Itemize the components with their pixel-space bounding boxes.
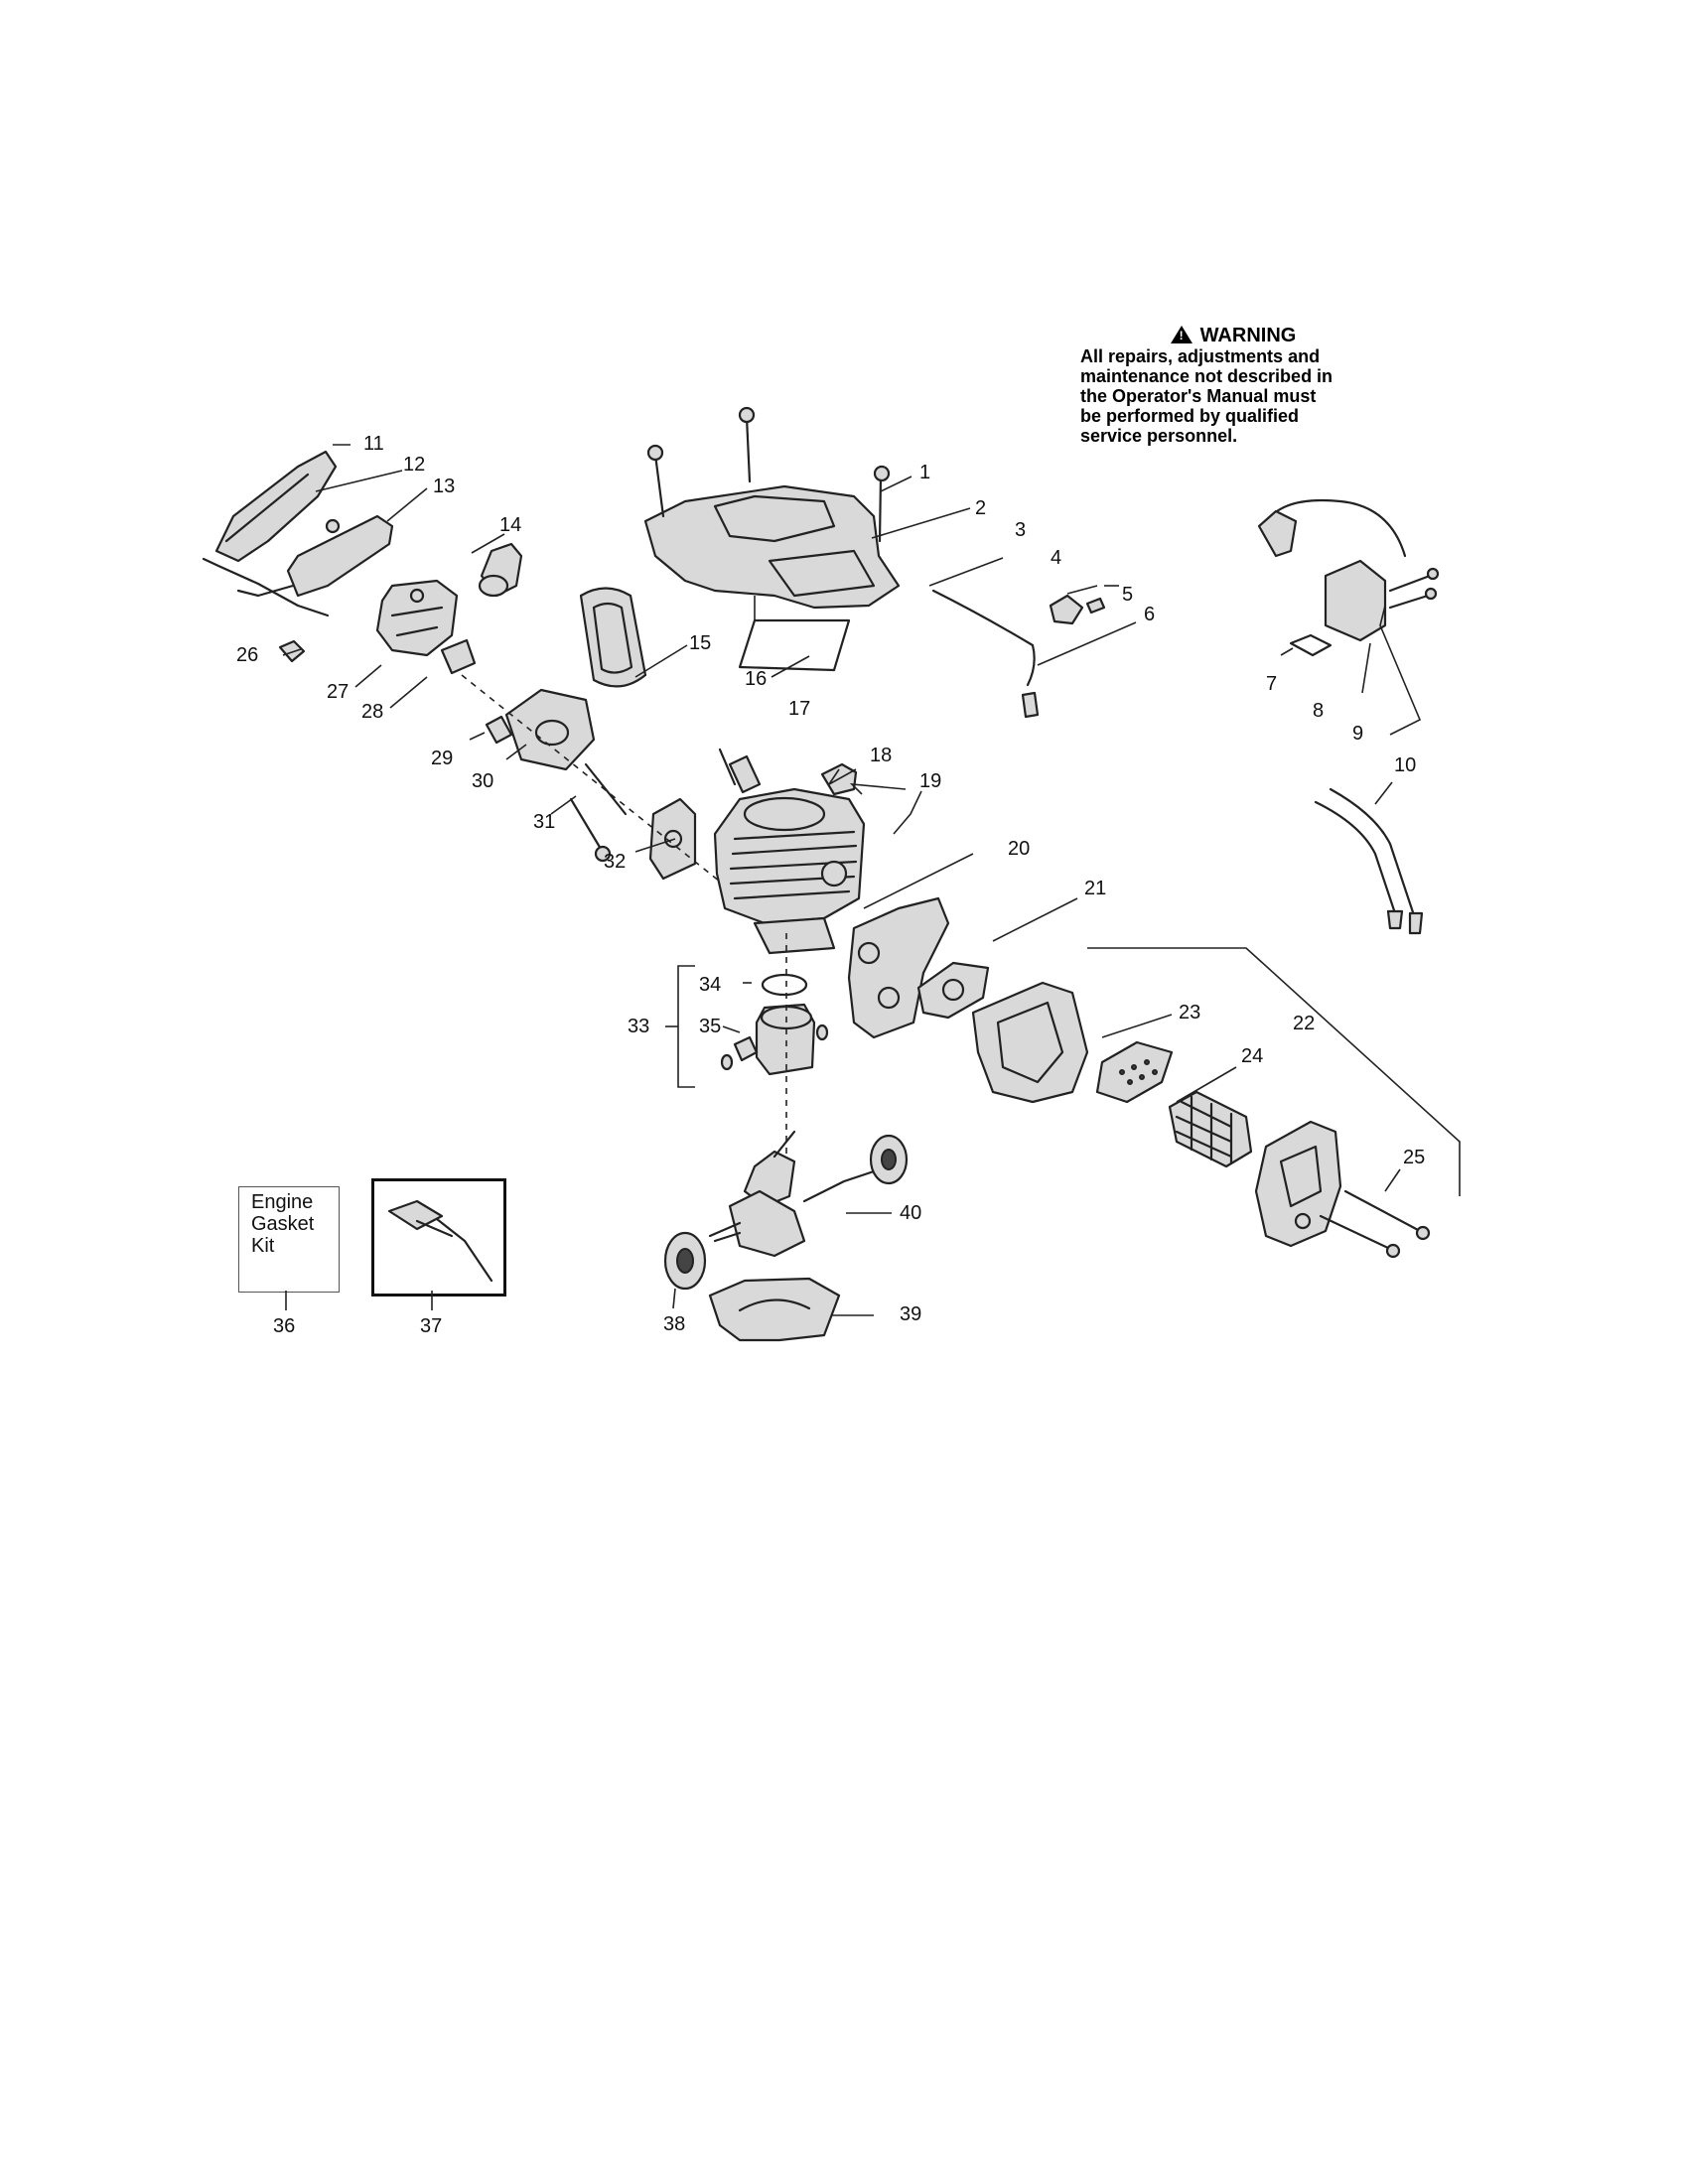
heat-shield-part	[847, 896, 950, 1039]
callout-32: 32	[604, 851, 626, 873]
callout-33: 33	[628, 1016, 649, 1037]
callout-18: 18	[870, 745, 892, 766]
part-37-box	[371, 1178, 506, 1297]
crankcase-part	[708, 1277, 841, 1342]
warning-notice: !WARNING All repairs, adjustments and ma…	[1080, 324, 1386, 446]
assembly-line	[461, 674, 736, 894]
wire-harness-part	[1314, 787, 1424, 935]
air-filter-cover-part	[214, 450, 338, 563]
piston-part	[755, 1003, 816, 1076]
muffler-gasket-part	[916, 961, 990, 1020]
screw-31-part	[569, 797, 612, 863]
cylinder-part	[713, 787, 866, 955]
callout-8: 8	[1313, 700, 1324, 722]
callout-23: 23	[1179, 1002, 1200, 1024]
callout-14: 14	[499, 514, 521, 536]
cover-screw-part	[646, 406, 891, 543]
callout-12: 12	[403, 454, 425, 476]
piston-pin-part	[720, 1024, 829, 1071]
warning-line: be performed by qualified	[1080, 406, 1300, 426]
callout-29: 29	[431, 748, 453, 769]
callout-27: 27	[327, 681, 349, 703]
intake-manifold-part	[504, 688, 596, 771]
muffler-body-part	[971, 981, 1089, 1104]
warning-line: the Operator's Manual must	[1080, 386, 1317, 406]
spacer-part	[584, 762, 628, 816]
decal-part	[738, 618, 851, 672]
callout-22: 22	[1293, 1013, 1315, 1034]
callout-34: 34	[699, 974, 721, 996]
fuel-valve-part	[1049, 594, 1106, 625]
callout-9: 9	[1352, 723, 1363, 745]
muffler-bolt-part	[1319, 1189, 1431, 1259]
callout-16: 16	[745, 668, 767, 690]
spark-plug-part	[718, 748, 762, 794]
choke-lever-part	[202, 514, 394, 617]
intake-boot-part	[579, 587, 647, 688]
callout-39: 39	[900, 1303, 921, 1325]
callout-13: 13	[433, 476, 455, 497]
callout-30: 30	[472, 770, 493, 792]
carb-gasket-part	[440, 638, 477, 675]
callout-17: 17	[788, 698, 810, 720]
callout-31: 31	[533, 811, 555, 833]
callout-19: 19	[919, 770, 941, 792]
crankshaft-part	[708, 1130, 876, 1258]
callout-leaders	[282, 444, 1422, 1316]
piston-ring-part	[761, 973, 808, 997]
top-cover-part	[643, 484, 901, 610]
callout-1: 1	[919, 462, 930, 483]
spark-arrestor-plate-part	[1095, 1040, 1174, 1104]
warning-heading: !WARNING	[1080, 324, 1386, 346]
fuel-line-part	[931, 589, 1040, 719]
ignition-coil-part	[1257, 498, 1440, 657]
bracket-22	[1087, 947, 1461, 1196]
callout-35: 35	[699, 1016, 721, 1037]
bearing-part	[663, 1134, 909, 1291]
callout-26: 26	[236, 644, 258, 666]
muffler-cover-part	[1254, 1120, 1342, 1248]
callout-37: 37	[420, 1315, 442, 1337]
engine-gasket-kit-label: Engine Gasket Kit	[251, 1191, 315, 1257]
callout-24: 24	[1241, 1045, 1263, 1067]
callout-5: 5	[1122, 584, 1133, 606]
callout-numbers: 1 2 3 4 5 6 7 8 9 10 11 12 13 14 15 16 1…	[236, 433, 1425, 1337]
callout-25: 25	[1403, 1147, 1425, 1168]
callout-38: 38	[663, 1313, 685, 1335]
callout-21: 21	[1084, 878, 1106, 899]
warning-line: service personnel.	[1080, 426, 1238, 446]
callout-20: 20	[1008, 838, 1030, 860]
warning-triangle-icon: !	[1170, 326, 1193, 343]
callout-10: 10	[1394, 754, 1416, 776]
callout-11: 11	[363, 433, 384, 455]
spark-arrestor-screen-part	[1168, 1090, 1253, 1168]
warning-line: All repairs, adjustments and	[1080, 346, 1321, 366]
callout-2: 2	[975, 497, 986, 519]
intake-elbow-part	[478, 542, 523, 598]
callout-40: 40	[900, 1202, 921, 1224]
callout-6: 6	[1144, 604, 1155, 625]
callout-15: 15	[689, 632, 711, 654]
carburetor-part	[375, 579, 459, 657]
bracket-33	[677, 965, 695, 1088]
screw-29-part	[485, 715, 513, 745]
warning-line: maintenance not described in	[1080, 366, 1333, 386]
callout-28: 28	[361, 701, 383, 723]
engine-gasket-kit-box	[238, 1186, 340, 1293]
grommet-part	[278, 639, 306, 663]
callout-4: 4	[1051, 547, 1061, 569]
callout-3: 3	[1015, 519, 1026, 541]
scrench-tool-part	[387, 1199, 493, 1283]
callout-36: 36	[273, 1315, 295, 1337]
callout-7: 7	[1266, 673, 1277, 695]
